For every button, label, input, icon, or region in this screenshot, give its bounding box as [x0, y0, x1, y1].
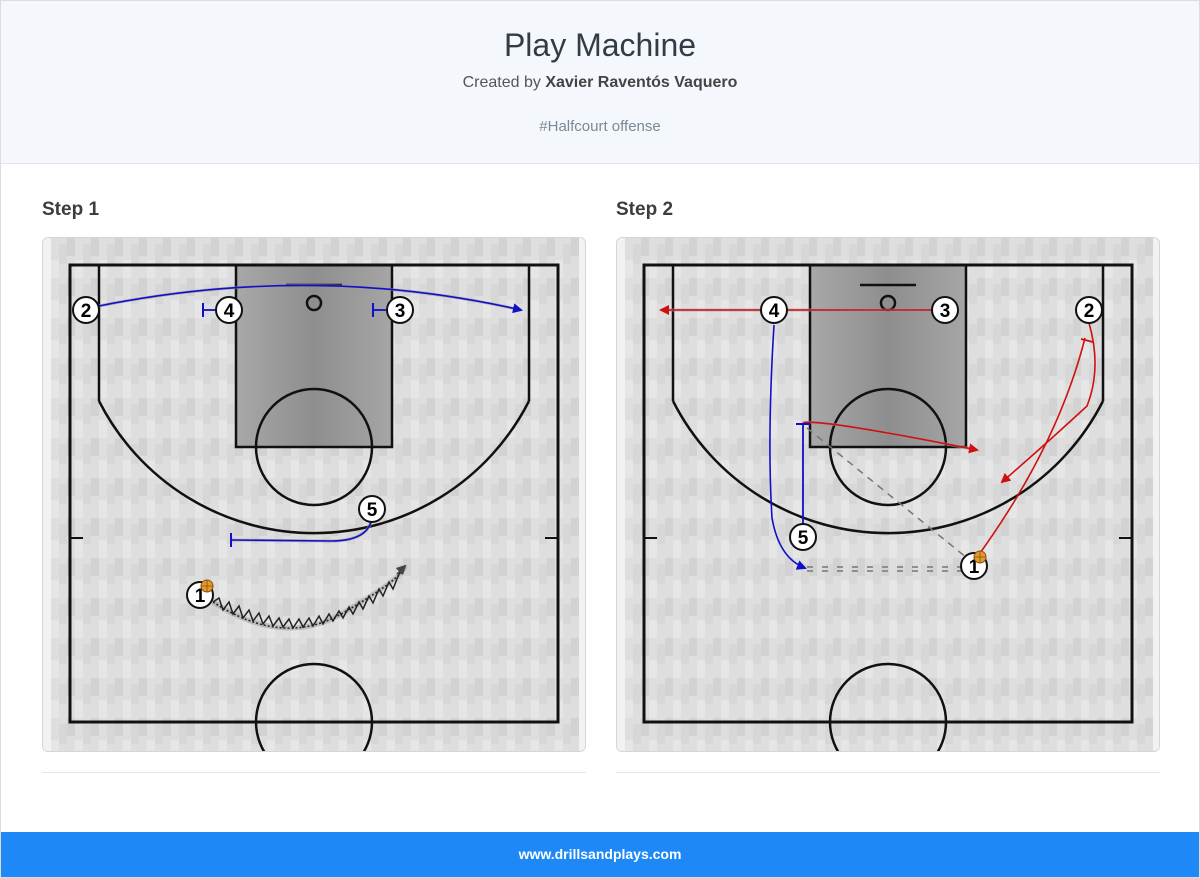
- svg-text:5: 5: [798, 528, 809, 549]
- step-2-divider: [616, 772, 1160, 773]
- player-2: 2: [1075, 296, 1103, 324]
- step-2-label: Step 2: [616, 199, 674, 220]
- player-3: 3: [931, 296, 959, 324]
- basketball-icon: [973, 550, 987, 564]
- svg-text:2: 2: [1084, 301, 1095, 322]
- svg-text:1: 1: [195, 586, 206, 607]
- player-5: 5: [358, 495, 386, 523]
- player-4: 4: [760, 296, 788, 324]
- page-title: Play Machine: [503, 27, 697, 63]
- svg-text:3: 3: [395, 301, 406, 322]
- created-by-label: Created by: [462, 74, 541, 91]
- footer-link[interactable]: www.drillsandplays.com: [518, 846, 682, 862]
- author-name: Xavier Raventós Vaquero: [545, 74, 738, 91]
- svg-text:1: 1: [969, 557, 980, 578]
- step-1-label: Step 1: [42, 199, 100, 220]
- svg-text:5: 5: [367, 500, 378, 521]
- page-footer: www.drillsandplays.com: [1, 832, 1199, 877]
- creator-line: Created by Xavier Raventós Vaquero: [1, 74, 1199, 92]
- step-1-court: 2 4 3 5 1: [42, 237, 586, 752]
- svg-text:4: 4: [224, 301, 235, 322]
- page-header: Play Machine Created by Xavier Raventós …: [1, 1, 1199, 164]
- player-5: 5: [789, 523, 817, 551]
- basketball-icon: [200, 579, 214, 593]
- player-2: 2: [72, 296, 100, 324]
- svg-text:3: 3: [940, 301, 951, 322]
- svg-text:4: 4: [769, 301, 780, 322]
- step-2-court: 4 3 2 5 1: [616, 237, 1160, 752]
- step-2-court-diagram: 4 3 2 5 1: [617, 238, 1159, 751]
- svg-text:2: 2: [81, 301, 92, 322]
- category-tag[interactable]: #Halfcourt offense: [539, 118, 661, 135]
- player-4: 4: [215, 296, 243, 324]
- step-1-court-diagram: 2 4 3 5 1: [43, 238, 585, 751]
- player-3: 3: [386, 296, 414, 324]
- step-1-divider: [42, 772, 586, 773]
